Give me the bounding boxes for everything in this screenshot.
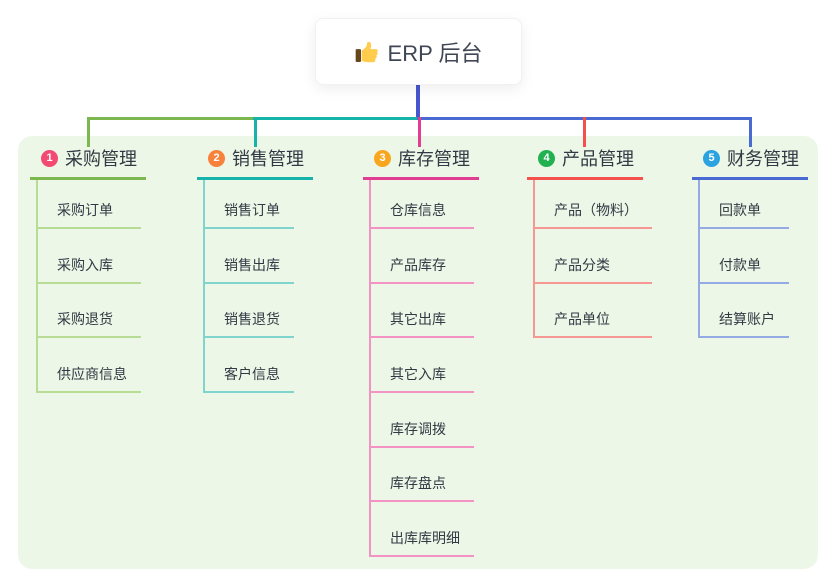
branch-title: 产品管理	[562, 149, 634, 169]
child-node[interactable]: 出库库明细	[371, 502, 474, 558]
branch-purchase: 1 采购管理采购订单采购入库采购退货供应商信息	[30, 143, 146, 394]
branch-number-badge: 5	[703, 149, 720, 167]
child-node[interactable]: 销售订单	[205, 180, 294, 229]
child-node[interactable]: 采购订单	[38, 180, 141, 229]
branch-inventory: 3 库存管理仓库信息产品库存其它出库其它入库库存调拨库存盘点出库库明细	[363, 143, 479, 558]
children-group-purchase: 采购订单采购入库采购退货供应商信息	[36, 180, 141, 394]
branch-number-badge: 2	[208, 149, 225, 167]
child-node[interactable]: 产品分类	[535, 229, 652, 284]
root-title: ERP 后台	[387, 40, 483, 66]
child-node[interactable]: 其它出库	[371, 284, 474, 339]
child-node[interactable]: 仓库信息	[371, 180, 474, 229]
children-group-inventory: 仓库信息产品库存其它出库其它入库库存调拨库存盘点出库库明细	[369, 180, 474, 558]
branch-header-inventory[interactable]: 3 库存管理	[363, 143, 479, 180]
branch-header-purchase[interactable]: 1 采购管理	[30, 143, 146, 180]
branch-product: 4 产品管理产品（物料）产品分类产品单位	[527, 143, 652, 339]
branch-sales: 2 销售管理销售订单销售出库销售退货客户信息	[197, 143, 313, 394]
child-node[interactable]: 采购退货	[38, 284, 141, 339]
branch-title: 销售管理	[232, 149, 304, 169]
child-node[interactable]: 回款单	[700, 180, 789, 229]
mindmap-panel	[18, 136, 818, 569]
branch-drop-finance	[748, 117, 752, 147]
root-connector-line	[415, 85, 420, 120]
child-node[interactable]: 库存盘点	[371, 448, 474, 503]
branch-drop-sales	[253, 117, 257, 147]
child-node[interactable]: 销售退货	[205, 284, 294, 339]
child-node[interactable]: 产品（物料）	[535, 180, 652, 229]
branch-header-product[interactable]: 4 产品管理	[527, 143, 643, 180]
bus-segment-middle	[253, 117, 419, 120]
child-node[interactable]: 供应商信息	[38, 338, 141, 394]
child-node[interactable]: 库存调拨	[371, 393, 474, 448]
branch-number-badge: 3	[374, 149, 391, 167]
child-node[interactable]: 采购入库	[38, 229, 141, 284]
branch-number-badge: 1	[41, 149, 58, 167]
branch-title: 采购管理	[65, 149, 137, 169]
children-group-sales: 销售订单销售出库销售退货客户信息	[203, 180, 294, 394]
branch-header-sales[interactable]: 2 销售管理	[197, 143, 313, 180]
thumbs-up-icon	[355, 40, 379, 64]
child-node[interactable]: 其它入库	[371, 338, 474, 394]
branch-finance: 5 财务管理回款单付款单结算账户	[692, 143, 808, 339]
child-node[interactable]: 销售出库	[205, 229, 294, 284]
child-node[interactable]: 产品库存	[371, 229, 474, 284]
branch-drop-product	[582, 117, 586, 147]
children-group-finance: 回款单付款单结算账户	[698, 180, 789, 339]
branch-drop-purchase	[86, 117, 90, 147]
branch-number-badge: 4	[538, 149, 555, 167]
branch-drop-inventory	[417, 117, 421, 147]
bus-segment-left	[86, 117, 257, 120]
child-node[interactable]: 产品单位	[535, 284, 652, 339]
children-group-product: 产品（物料）产品分类产品单位	[533, 180, 652, 339]
child-node[interactable]: 结算账户	[700, 284, 789, 339]
root-node[interactable]: ERP 后台	[315, 18, 522, 85]
branch-title: 库存管理	[398, 149, 470, 169]
branch-title: 财务管理	[727, 149, 799, 169]
child-node[interactable]: 付款单	[700, 229, 789, 284]
child-node[interactable]: 客户信息	[205, 338, 294, 394]
branch-header-finance[interactable]: 5 财务管理	[692, 143, 808, 180]
